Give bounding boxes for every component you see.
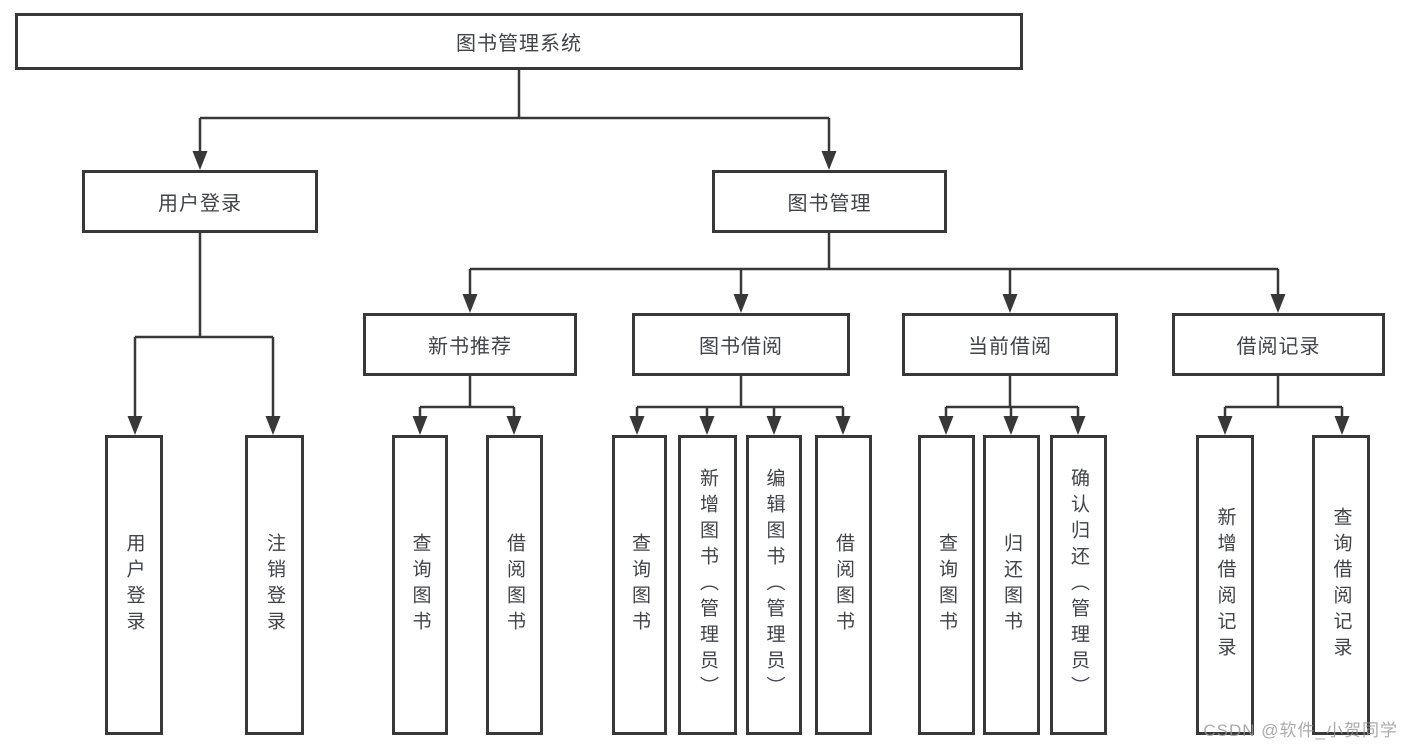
node-borrow-records: 借阅记录 — [1172, 313, 1385, 376]
node-book-borrow: 图书借阅 — [632, 313, 850, 376]
watermark: CSDN @软件_小贺同学 — [1203, 721, 1398, 740]
leaf-query-books-recommend: 查询图书 — [392, 435, 448, 735]
leaf-query-books-current: 查询图书 — [918, 435, 975, 735]
leaf-borrow-books-recommend: 借阅图书 — [486, 435, 543, 735]
arrowhead-icons — [127, 151, 1350, 435]
leaf-query-borrow-record: 查询借阅记录 — [1312, 435, 1370, 735]
leaf-add-book-admin: 新增图书（管理员） — [678, 435, 737, 735]
node-user-login: 用户登录 — [82, 170, 318, 233]
node-new-book-recommend: 新书推荐 — [363, 313, 577, 376]
node-current-borrow: 当前借阅 — [902, 313, 1118, 376]
node-root: 图书管理系统 — [15, 13, 1023, 70]
leaf-edit-book-admin: 编辑图书（管理员） — [746, 435, 802, 735]
leaf-logout: 注销登录 — [245, 435, 304, 735]
leaf-borrow-books: 借阅图书 — [815, 435, 872, 735]
leaf-return-books: 归还图书 — [983, 435, 1040, 735]
leaf-confirm-return-admin: 确认归还（管理员） — [1050, 435, 1107, 735]
leaf-user-login: 用户登录 — [105, 435, 163, 735]
leaf-add-borrow-record: 新增借阅记录 — [1196, 435, 1254, 735]
node-book-management: 图书管理 — [712, 170, 947, 233]
leaf-query-books-borrow: 查询图书 — [612, 435, 667, 735]
